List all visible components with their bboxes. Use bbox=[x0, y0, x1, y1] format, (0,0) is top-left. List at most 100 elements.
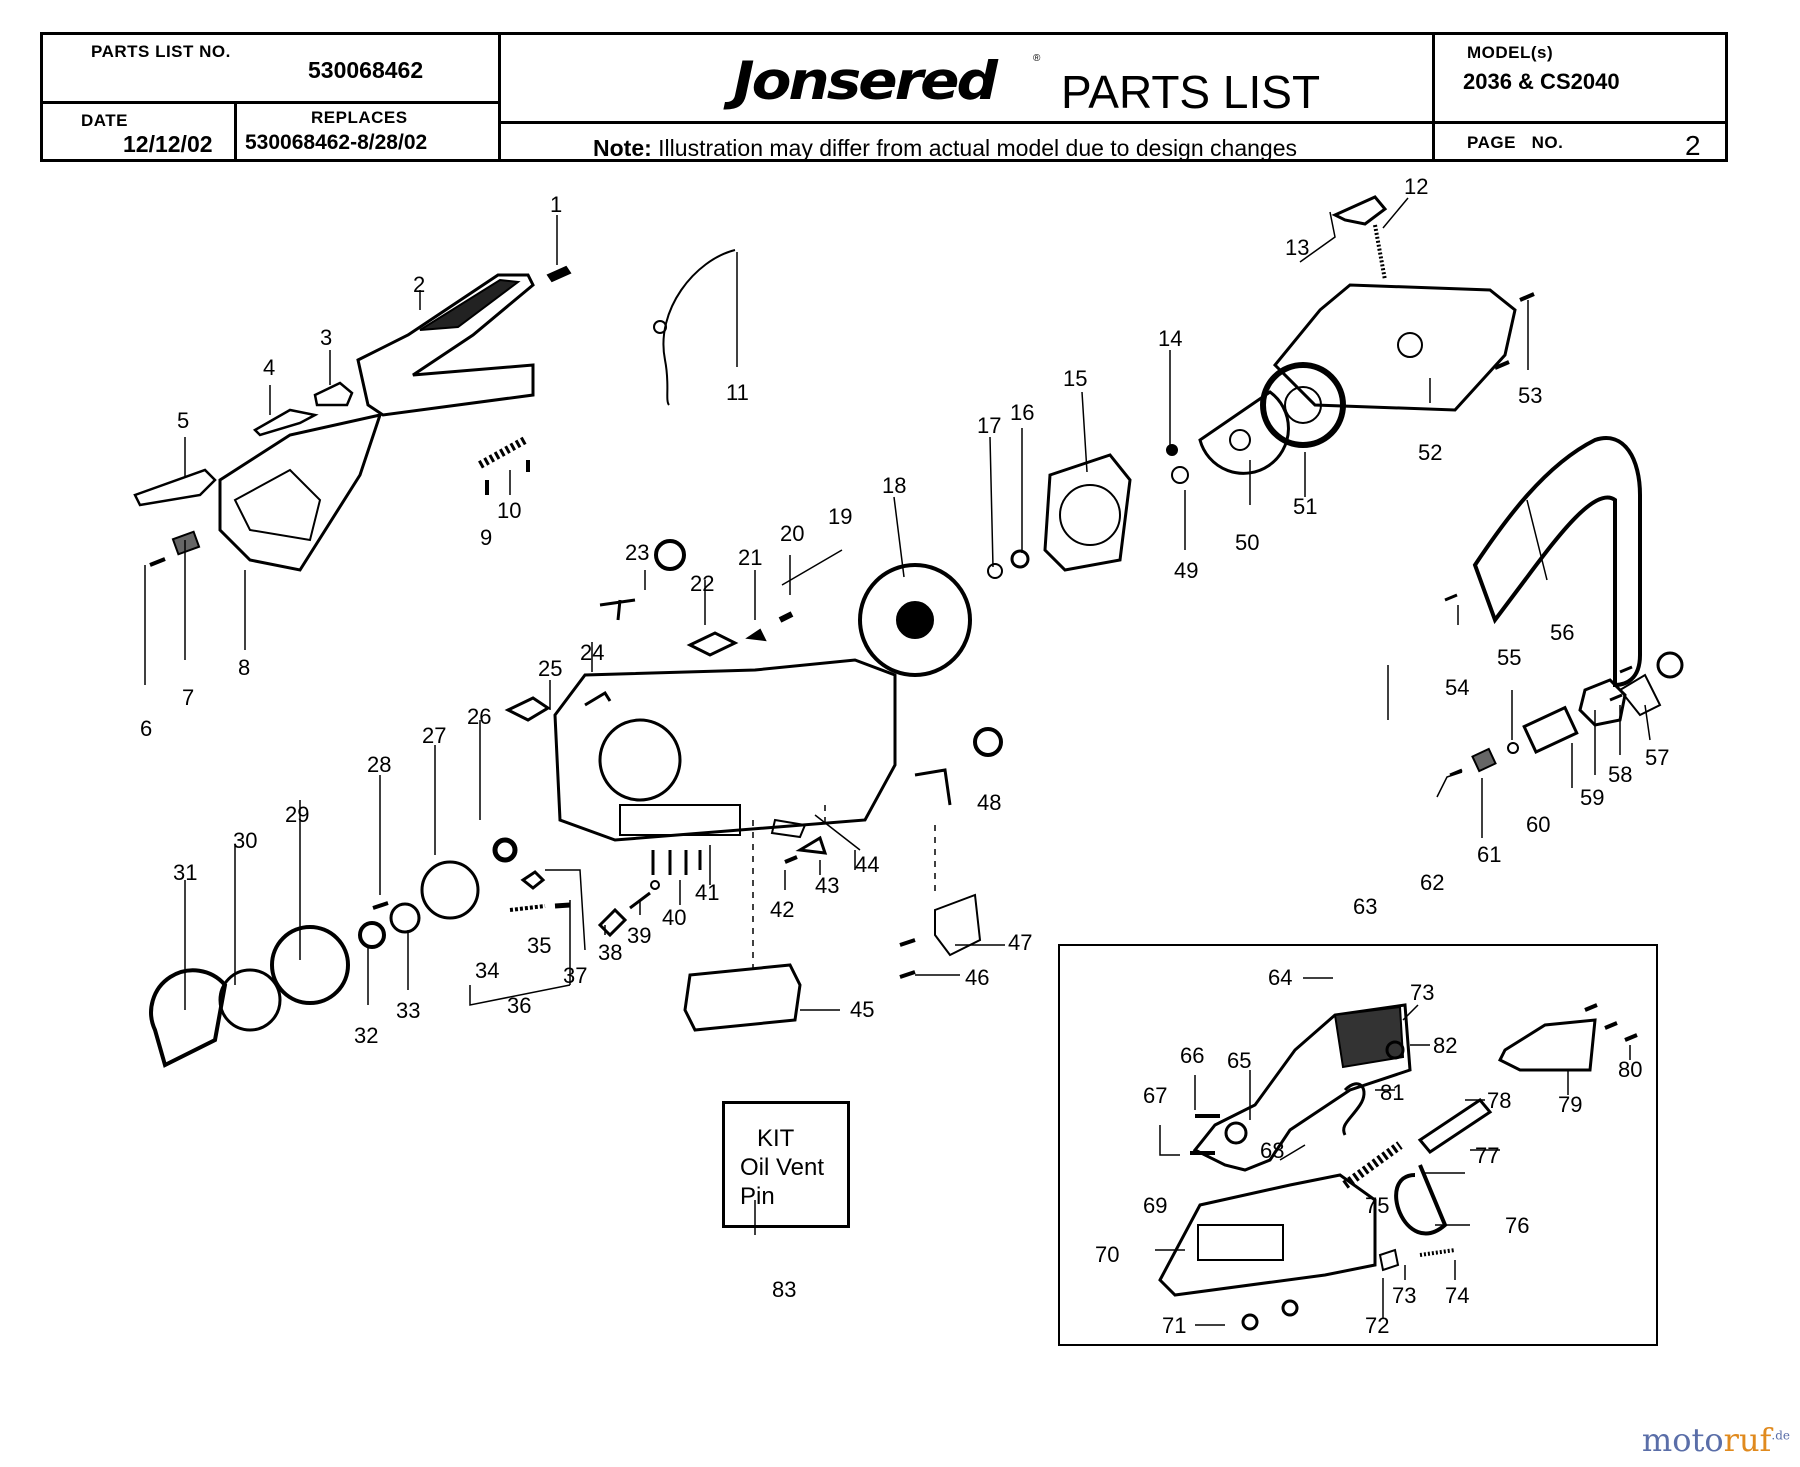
callout-64: 64 bbox=[1268, 965, 1292, 990]
models-cell: MODEL(s) 2036 & CS2040 bbox=[1432, 35, 1725, 124]
part-nut-71 bbox=[1241, 1313, 1259, 1331]
note-label: Note: bbox=[593, 135, 652, 161]
part-bearing-33 bbox=[389, 902, 421, 934]
part-crankcase bbox=[553, 658, 897, 842]
part-nut-7 bbox=[171, 530, 201, 556]
part-48 bbox=[973, 727, 1003, 757]
part-34 bbox=[509, 904, 546, 912]
part-handle-cover bbox=[356, 273, 535, 417]
callout-21: 21 bbox=[738, 545, 762, 570]
callout-8: 8 bbox=[238, 655, 250, 680]
inset-part-drawings bbox=[1158, 1003, 1638, 1331]
part-screw-1 bbox=[546, 265, 572, 283]
callout-22: 22 bbox=[690, 571, 714, 596]
callout-34: 34 bbox=[475, 958, 499, 983]
callout-35: 35 bbox=[527, 933, 551, 958]
part-starter-housing bbox=[1272, 283, 1517, 412]
kit-line-2: Oil Vent bbox=[740, 1154, 825, 1181]
callout-72: 72 bbox=[1365, 1313, 1389, 1338]
part-38 bbox=[597, 907, 628, 938]
callout-74: 74 bbox=[1445, 1283, 1469, 1308]
callout-18: 18 bbox=[882, 473, 906, 498]
callout-20: 20 bbox=[780, 521, 804, 546]
callout-80: 80 bbox=[1618, 1057, 1642, 1082]
callout-17: 17 bbox=[977, 413, 1001, 438]
watermark-moto: moto bbox=[1641, 1421, 1724, 1459]
part-washer-49 bbox=[1171, 466, 1189, 484]
part-sprocket-32 bbox=[358, 921, 386, 949]
callout-14: 14 bbox=[1158, 326, 1182, 351]
part-42 bbox=[784, 855, 798, 864]
watermark-tld: .de bbox=[1771, 1428, 1790, 1443]
part-latch-5 bbox=[133, 468, 217, 507]
part-latch-4 bbox=[252, 408, 319, 437]
part-link-78 bbox=[1417, 1098, 1493, 1154]
callout-65: 65 bbox=[1227, 1048, 1251, 1073]
callout-58: 58 bbox=[1608, 762, 1632, 787]
callout-67: 67 bbox=[1143, 1083, 1167, 1108]
callout-16: 16 bbox=[1010, 400, 1034, 425]
part-washer-30 bbox=[218, 968, 282, 1032]
callout-63: 63 bbox=[1353, 894, 1377, 919]
part-screw-62 bbox=[1449, 768, 1463, 777]
part-screw-58 bbox=[1609, 665, 1633, 702]
part-screw-14 bbox=[1166, 444, 1178, 456]
part-bracket-59 bbox=[1578, 678, 1627, 727]
callout-69: 69 bbox=[1143, 1193, 1167, 1218]
callout-52: 52 bbox=[1418, 440, 1442, 465]
callout-60: 60 bbox=[1526, 812, 1550, 837]
part-spring-10 bbox=[478, 436, 527, 469]
callout-1: 1 bbox=[550, 192, 562, 217]
callout-13: 13 bbox=[1285, 235, 1309, 260]
part-screw-54 bbox=[1444, 593, 1458, 602]
part-72 bbox=[1378, 1248, 1400, 1272]
part-24 bbox=[584, 690, 612, 707]
callout-42: 42 bbox=[770, 897, 794, 922]
jonsered-logo: Jonsered bbox=[733, 50, 998, 112]
part-clutch-drum-29 bbox=[270, 925, 350, 1005]
part-front-handle bbox=[1472, 436, 1642, 688]
part-44 bbox=[770, 818, 807, 839]
part-21 bbox=[745, 628, 767, 642]
parts-list-no: 530068462 bbox=[308, 57, 424, 83]
callout-6: 6 bbox=[140, 716, 152, 741]
callout-10: 10 bbox=[497, 498, 521, 523]
part-25 bbox=[504, 696, 551, 722]
part-40 bbox=[650, 880, 660, 890]
callout-73b: 73 bbox=[1392, 1283, 1416, 1308]
part-35 bbox=[554, 902, 571, 909]
replaces-label: REPLACES bbox=[311, 108, 408, 127]
callout-5: 5 bbox=[177, 408, 189, 433]
callout-3: 3 bbox=[320, 325, 332, 350]
callout-68: 68 bbox=[1260, 1138, 1284, 1163]
callout-47: 47 bbox=[1008, 930, 1032, 955]
callout-78: 78 bbox=[1487, 1088, 1511, 1113]
part-screw-6 bbox=[149, 557, 166, 567]
part-flywheel bbox=[858, 563, 972, 677]
part-clutch-31 bbox=[149, 968, 228, 1068]
models-value: 2036 & CS2040 bbox=[1463, 69, 1620, 94]
callout-31: 31 bbox=[173, 860, 197, 885]
part-sleeve-60 bbox=[1522, 705, 1579, 754]
part-43 bbox=[795, 835, 828, 855]
part-41 bbox=[651, 850, 702, 875]
callout-28: 28 bbox=[367, 752, 391, 777]
callout-4: 4 bbox=[263, 355, 275, 380]
part-spring-75 bbox=[1342, 1141, 1403, 1189]
callout-40: 40 bbox=[662, 905, 686, 930]
motoruf-watermark: motoruf.de bbox=[1642, 1421, 1790, 1459]
callout-37: 37 bbox=[563, 963, 587, 988]
callout-23: 23 bbox=[625, 540, 649, 565]
part-45 bbox=[683, 963, 802, 1032]
callout-53: 53 bbox=[1518, 383, 1542, 408]
part-starter-handle bbox=[1331, 195, 1388, 226]
part-brake-band-76 bbox=[1394, 1164, 1448, 1236]
part-fan-cover bbox=[1043, 453, 1132, 572]
page-cell: PAGE NO. 2 bbox=[1432, 124, 1725, 162]
callout-66: 66 bbox=[1180, 1043, 1204, 1068]
part-20 bbox=[778, 611, 794, 623]
watermark-ruf: ruf bbox=[1723, 1421, 1772, 1459]
part-82 bbox=[1385, 1040, 1405, 1060]
part-latch-3 bbox=[313, 381, 354, 407]
